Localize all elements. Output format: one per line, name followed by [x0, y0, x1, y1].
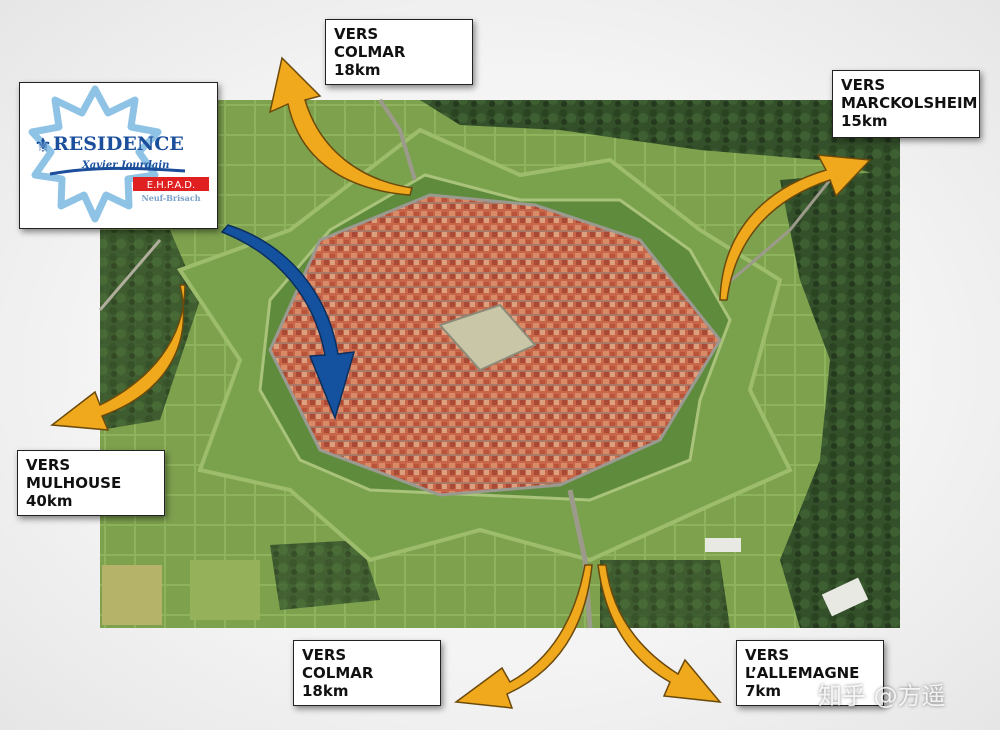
- label-line3: 18km: [302, 682, 349, 700]
- building-southeast: [821, 577, 869, 617]
- label-southeast-allemagne: VERS L’ALLEMAGNE 7km: [736, 640, 884, 706]
- label-line1: VERS: [841, 76, 886, 94]
- label-northeast-marckolsheim: VERS MARCKOLSHEIM 15km: [832, 70, 980, 138]
- label-line3: 40km: [26, 492, 73, 510]
- label-line1: VERS: [26, 456, 71, 474]
- field-southwest: [102, 565, 162, 625]
- arrow-northeast-marckolsheim: [719, 154, 872, 301]
- arrow-north-colmar: [268, 56, 413, 196]
- logo-graphic: ⚜ RESIDENCE Xavier Jourdain E.H.P.A.D. N…: [28, 85, 209, 223]
- label-line2: L’ALLEMAGNE: [745, 664, 860, 682]
- arrow-west-mulhouse: [50, 284, 186, 431]
- label-west-mulhouse: VERS MULHOUSE 40km: [17, 450, 165, 516]
- logo-subtitle: Xavier Jourdain: [81, 160, 169, 171]
- watermark: 知乎 @方遥: [818, 682, 946, 710]
- road-north: [378, 98, 417, 181]
- arrow-southeast-allemagne: [597, 564, 722, 703]
- label-line2: MARCKOLSHEIM: [841, 94, 978, 112]
- label-line2: COLMAR: [334, 43, 406, 61]
- forest-east: [780, 170, 900, 628]
- forest-southwest: [270, 540, 380, 610]
- field-south: [190, 560, 260, 620]
- logo-badge-bg: [133, 177, 209, 191]
- residence-logo: ⚜ RESIDENCE Xavier Jourdain E.H.P.A.D. N…: [19, 82, 218, 229]
- forest-north: [420, 100, 900, 180]
- forest-south: [600, 560, 730, 628]
- fleur-de-lis-icon: ⚜: [34, 133, 52, 157]
- star-emblem-icon: [28, 85, 162, 223]
- label-line2: COLMAR: [302, 664, 374, 682]
- central-square: [438, 303, 537, 372]
- label-south-colmar: VERS COLMAR 18km: [293, 640, 441, 706]
- label-line3: 15km: [841, 112, 888, 130]
- label-line1: VERS: [745, 646, 790, 664]
- logo-swoosh: [49, 166, 186, 176]
- label-line3: 18km: [334, 61, 381, 79]
- label-line3: 7km: [745, 682, 782, 700]
- label-north-colmar: VERS COLMAR 18km: [325, 19, 473, 85]
- road-east: [719, 179, 832, 292]
- label-line1: VERS: [334, 25, 379, 43]
- logo-badge: E.H.P.A.D.: [147, 180, 195, 191]
- road-west: [98, 239, 162, 311]
- logo-title: RESIDENCE: [53, 133, 184, 155]
- arrow-south-colmar: [454, 564, 593, 709]
- logo-location: Neuf-Brisach: [141, 193, 200, 203]
- label-line1: VERS: [302, 646, 347, 664]
- label-line2: MULHOUSE: [26, 474, 122, 492]
- arrow-blue-residence: [220, 224, 356, 421]
- building-south: [705, 538, 741, 552]
- road-south: [567, 489, 593, 629]
